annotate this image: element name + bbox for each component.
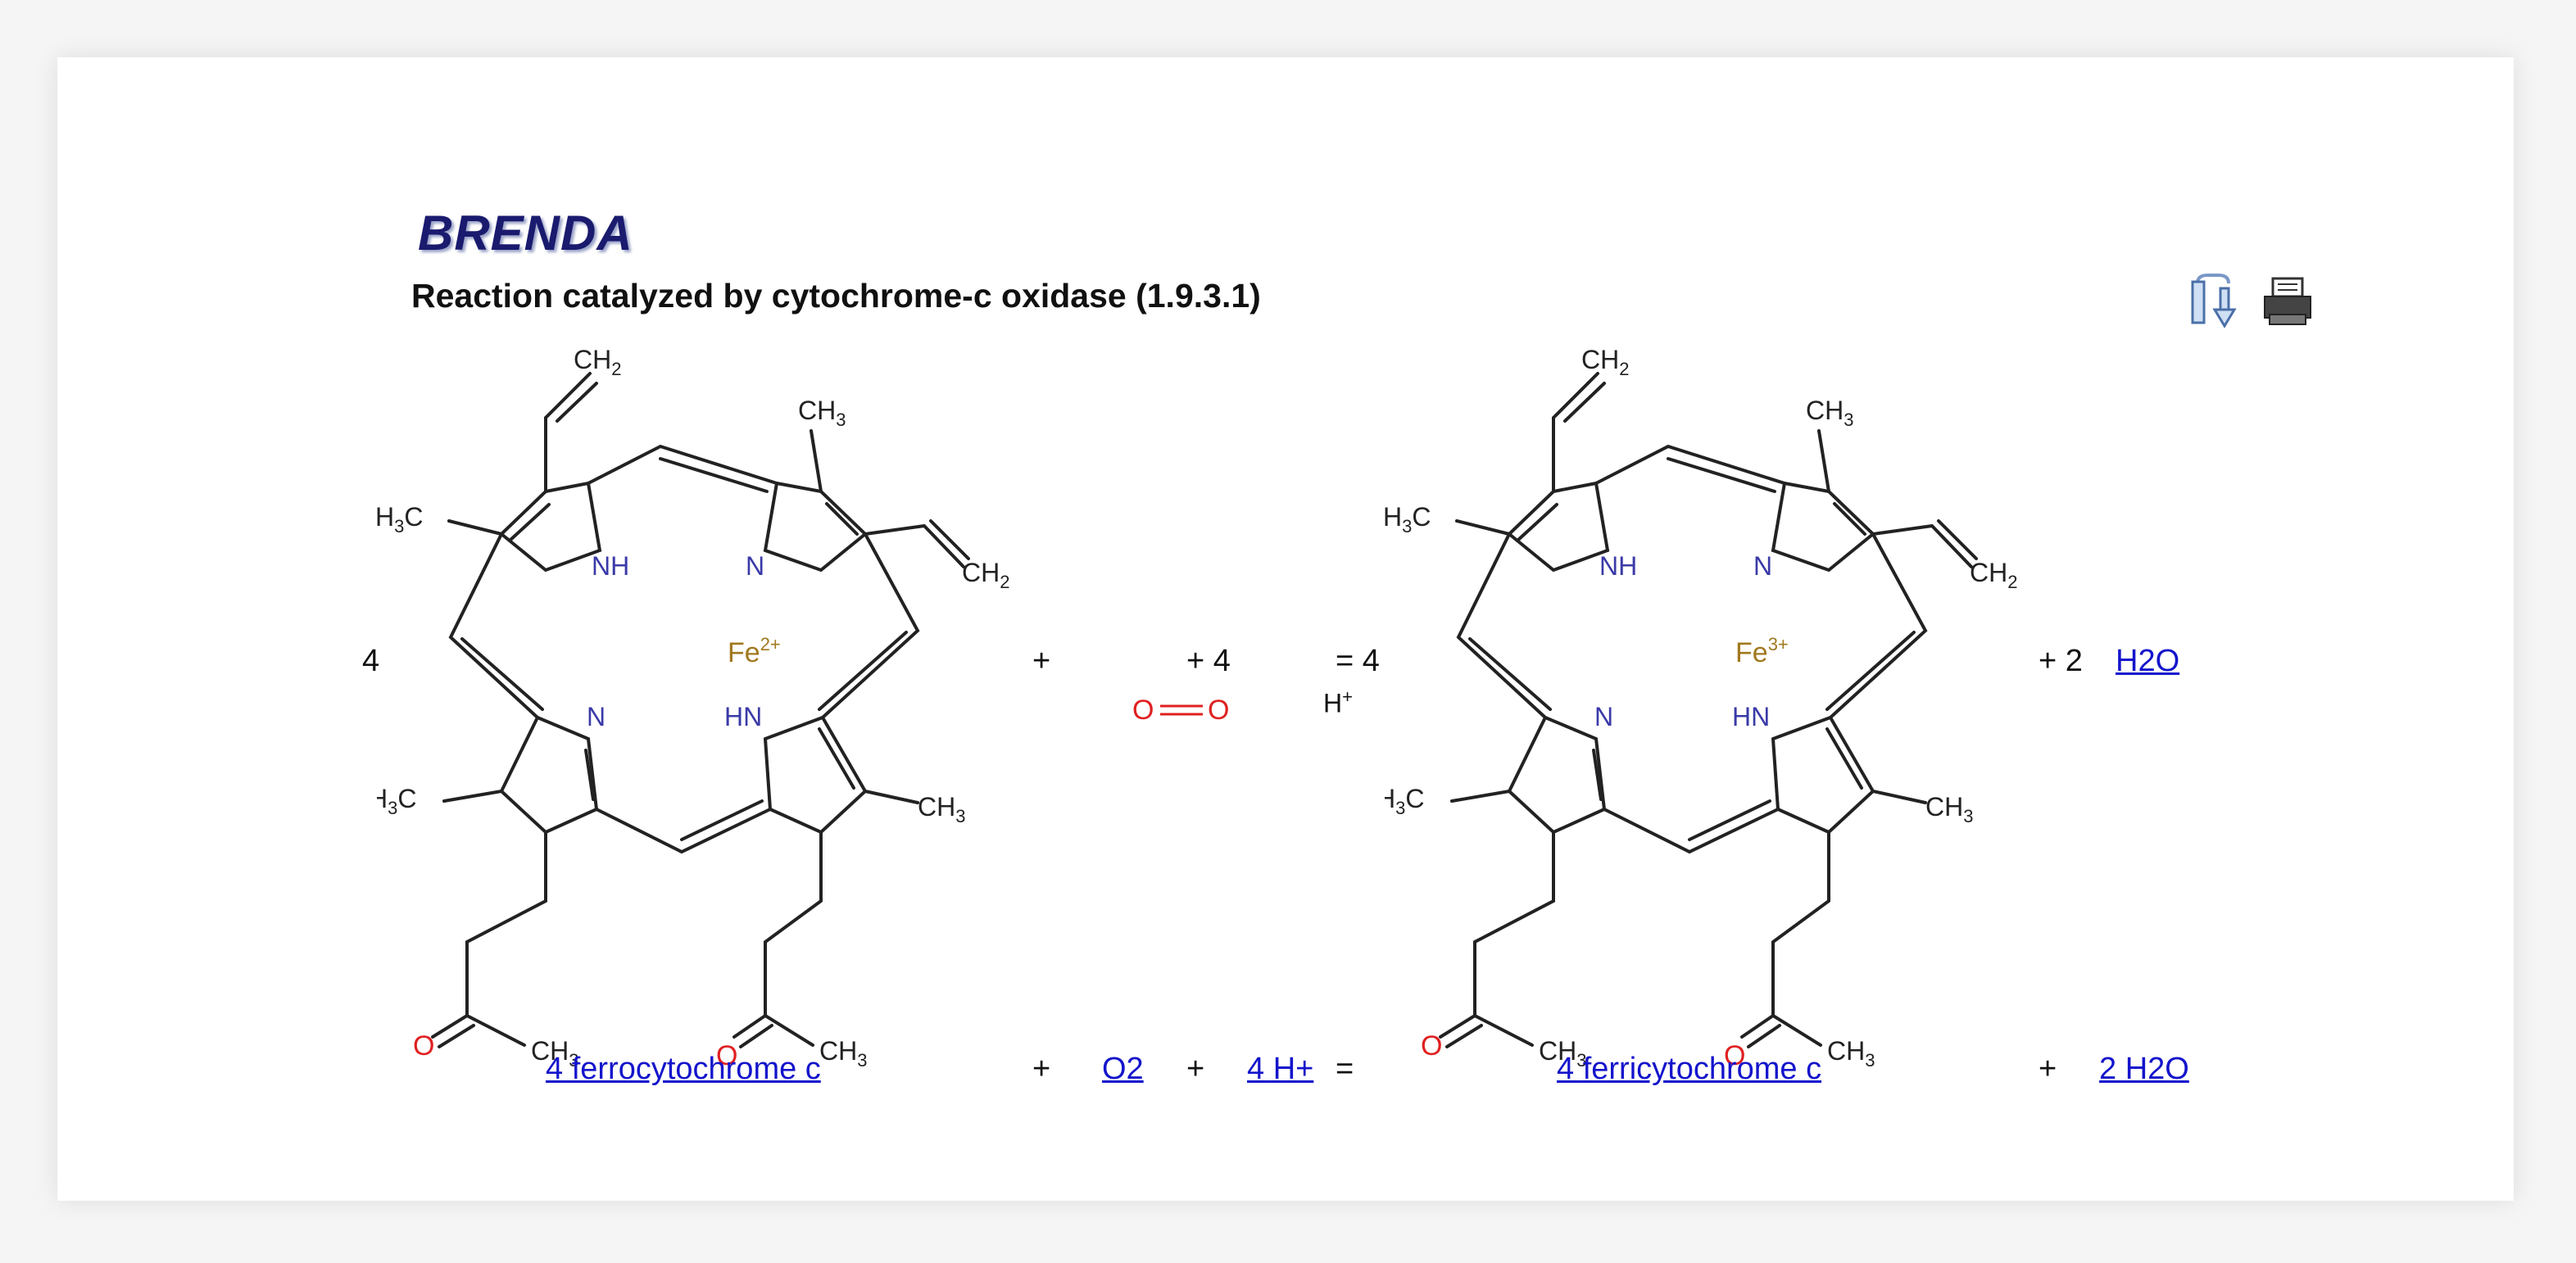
svg-text:H3C: H3C: [377, 502, 423, 536]
svg-text:HN: HN: [724, 702, 762, 731]
coefficient-ferrocytochrome: 4: [362, 644, 380, 678]
svg-text:H3C: H3C: [377, 784, 416, 818]
svg-text:N: N: [1753, 551, 1772, 581]
ferricytochrome-c-link[interactable]: 4 ferricytochrome c: [1557, 1052, 1822, 1086]
download-icon[interactable]: [2188, 272, 2247, 329]
svg-text:NH: NH: [592, 551, 629, 581]
svg-text:H3C: H3C: [1385, 784, 1424, 818]
svg-text:CH2: CH2: [1581, 345, 1629, 379]
svg-text:N: N: [746, 551, 764, 581]
svg-text:CH3: CH3: [531, 1036, 578, 1071]
oxygen-molecule-structure: O O: [1132, 695, 1229, 726]
svg-text:O: O: [716, 1040, 737, 1071]
ferrocytochrome-c-link[interactable]: 4 ferrocytochrome c: [546, 1052, 821, 1086]
svg-text:CH3: CH3: [798, 396, 846, 430]
printer-icon[interactable]: [2260, 272, 2315, 329]
svg-text:CH2: CH2: [574, 345, 621, 379]
ferricytochrome-structure: CH2 CH3 H3C CH2 H3C CH3 CH3 CH3 NH N N H…: [1385, 345, 2017, 1071]
o2-link[interactable]: O2: [1102, 1052, 1144, 1086]
plus-sign: +: [1032, 1052, 1051, 1086]
svg-text:NH: NH: [1599, 551, 1637, 581]
svg-text:O: O: [413, 1030, 434, 1062]
plus-sign: +: [1186, 1052, 1205, 1086]
svg-text:CH2: CH2: [962, 558, 1009, 592]
ferrocytochrome-structure: CH2 CH3 H3C CH2 H3C CH3 CH3 CH3 NH N N H…: [377, 345, 1009, 1071]
svg-text:CH3: CH3: [819, 1036, 867, 1071]
svg-text:O: O: [1724, 1040, 1745, 1071]
svg-text:O: O: [1132, 695, 1154, 726]
svg-text:CH3: CH3: [1806, 396, 1853, 430]
iron-label: Fe2+: [728, 634, 781, 668]
reaction-card: BRENDA Reaction catalyzed by cytochrome-…: [57, 57, 2514, 1201]
equals-sign: =: [1336, 1052, 1354, 1086]
svg-text:HN: HN: [1732, 702, 1770, 731]
equals-coefficient: = 4: [1336, 644, 1380, 678]
coefficient-proton: + 4: [1186, 644, 1231, 678]
svg-text:N: N: [587, 702, 605, 731]
svg-text:O: O: [1208, 695, 1229, 726]
h2o-link[interactable]: H2O: [2116, 644, 2180, 678]
iron-label: Fe3+: [1735, 634, 1789, 668]
svg-text:H3C: H3C: [1385, 502, 1431, 536]
svg-text:CH3: CH3: [1925, 792, 1973, 826]
water-link[interactable]: 2 H2O: [2099, 1052, 2189, 1086]
svg-text:CH3: CH3: [1827, 1036, 1875, 1071]
svg-text:CH3: CH3: [918, 792, 965, 826]
svg-text:CH2: CH2: [1970, 558, 2017, 592]
plus-sign: +: [2039, 1052, 2057, 1086]
svg-text:O: O: [1421, 1030, 1442, 1062]
plus-coefficient-water: + 2: [2039, 644, 2083, 678]
proton-label: H+: [1323, 686, 1353, 718]
brenda-logo[interactable]: BRENDA: [418, 206, 633, 260]
plus-sign: +: [1032, 644, 1051, 678]
svg-text:CH3: CH3: [1539, 1036, 1586, 1071]
page-title: Reaction catalyzed by cytochrome-c oxida…: [411, 277, 1261, 315]
h-plus-link[interactable]: 4 H+: [1247, 1052, 1314, 1086]
svg-text:N: N: [1594, 702, 1613, 731]
